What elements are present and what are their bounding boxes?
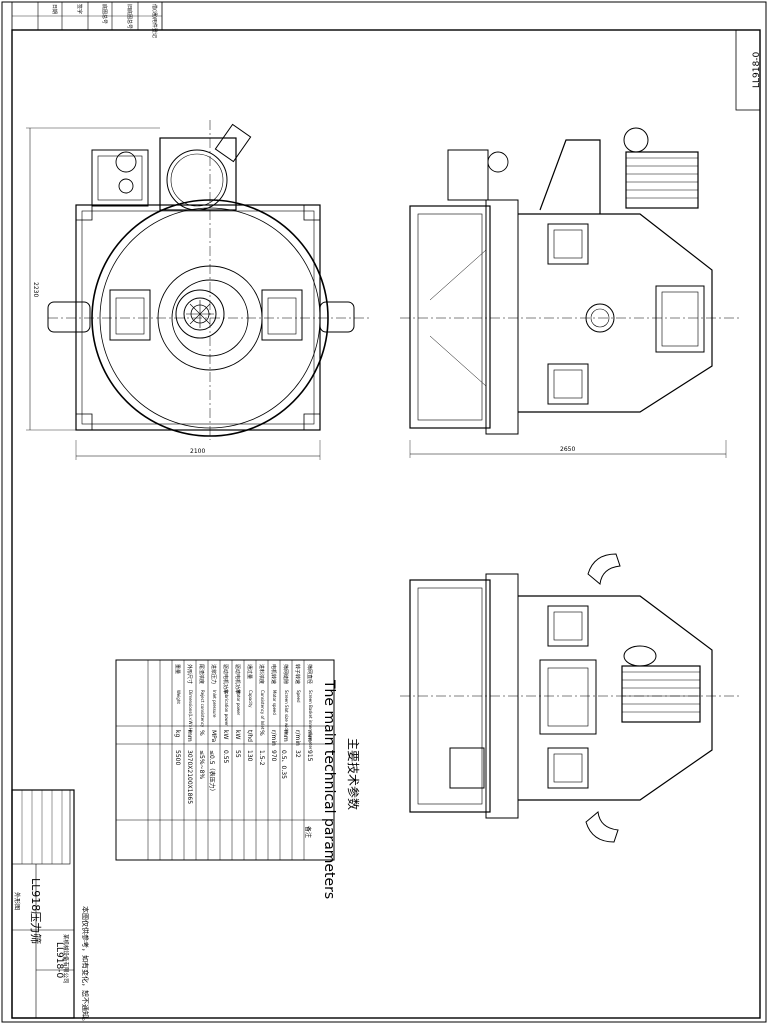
param-label_en: Weight [176, 690, 181, 704]
param-unit: % [198, 730, 205, 736]
param-label_en: Reject consistency [200, 690, 205, 728]
right-width-dim: 2650 [560, 446, 575, 453]
strip-label: 日期 [51, 4, 57, 15]
param-value: 915 [306, 750, 313, 762]
param-unit: MPa [210, 730, 217, 743]
param-value: 0.55 [222, 750, 229, 764]
title-product-name: LL918压力筛 [29, 878, 42, 945]
title-notes: 本图仅供参考，如有变化，恕不通知。 [81, 906, 89, 1025]
param-unit: mm [282, 730, 289, 742]
param-unit: % [258, 730, 265, 736]
param-label_en: Speed [296, 690, 301, 703]
title-block [11, 789, 75, 1019]
top-number-box [735, 29, 761, 111]
param-unit: kW [222, 730, 229, 740]
param-label: 尾渣浓度 [198, 664, 204, 685]
param-value: 55 [234, 750, 241, 758]
param-unit: r/min [270, 730, 277, 746]
title-drawing-type: 外形图 [13, 892, 20, 911]
param-label_en: Motor speed [272, 690, 277, 715]
param-label_en: Inlet pressure [212, 690, 217, 718]
params-title-cn: 主要技术参数 [346, 738, 360, 811]
param-unit: kW [234, 730, 241, 740]
bottom-view [400, 553, 740, 843]
inner-border [11, 29, 761, 1019]
param-unit: kg [174, 730, 181, 738]
param-value: 3070X2100X1865 [186, 750, 193, 805]
param-value: 970 [270, 750, 277, 762]
param-label_en: Consistency of Inlet [260, 690, 265, 730]
param-label: 通过量 [246, 664, 252, 680]
param-value: ≤5%~8% [198, 750, 205, 780]
param-label: 进浆压力 [210, 664, 216, 685]
param-unit: mm [306, 730, 313, 742]
param-label: 筛网直径 [306, 664, 312, 685]
strip-label: 签字 [76, 4, 82, 15]
drawing-number-top: LL918-0 [752, 51, 762, 88]
param-value: 130 [246, 750, 253, 762]
param-value: 5500 [174, 750, 181, 766]
registration-strip [11, 1, 163, 31]
params-title-en: The main technical parameters [321, 680, 337, 900]
left-height-dim: 2230 [32, 282, 39, 297]
param-label_en: Dimensions(L×W×H) [188, 690, 193, 733]
param-value: 32 [294, 750, 301, 758]
param-label: 进料浓度 [258, 664, 264, 685]
param-label: 重量 [174, 664, 180, 675]
left-view [26, 120, 372, 460]
param-label: 电机转速 [270, 664, 276, 685]
param-value: 0.5、0.35 [280, 750, 287, 779]
strip-label: 旧底图总号 [126, 4, 132, 30]
param-label: 转子转速 [294, 664, 300, 685]
param-value: ≤0.5（表压力） [208, 750, 215, 795]
param-unit: t/hd [246, 730, 253, 742]
param-label: 外形尺寸 [186, 664, 192, 685]
param-label_en: Motor power [236, 690, 241, 716]
strip-label: 借(通)用件登记 [151, 4, 157, 38]
param-unit: mm [186, 730, 193, 742]
right-view [400, 127, 740, 458]
param-label_en: Capacity [248, 690, 253, 708]
param-label_en: Screen Slot size width [284, 690, 289, 735]
param-note: 备注 [304, 826, 311, 839]
param-label_en: Lubrication power [224, 690, 229, 726]
param-value: 1.5-2 [258, 750, 265, 766]
param-label: 筛网缝隙 [282, 664, 288, 685]
left-width-dim: 2100 [190, 448, 205, 455]
strip-label: 底图总号 [101, 4, 107, 25]
title-company: 某机械设备有限公司 [62, 934, 68, 984]
params-table [115, 659, 335, 861]
param-unit: r/min [294, 730, 301, 746]
